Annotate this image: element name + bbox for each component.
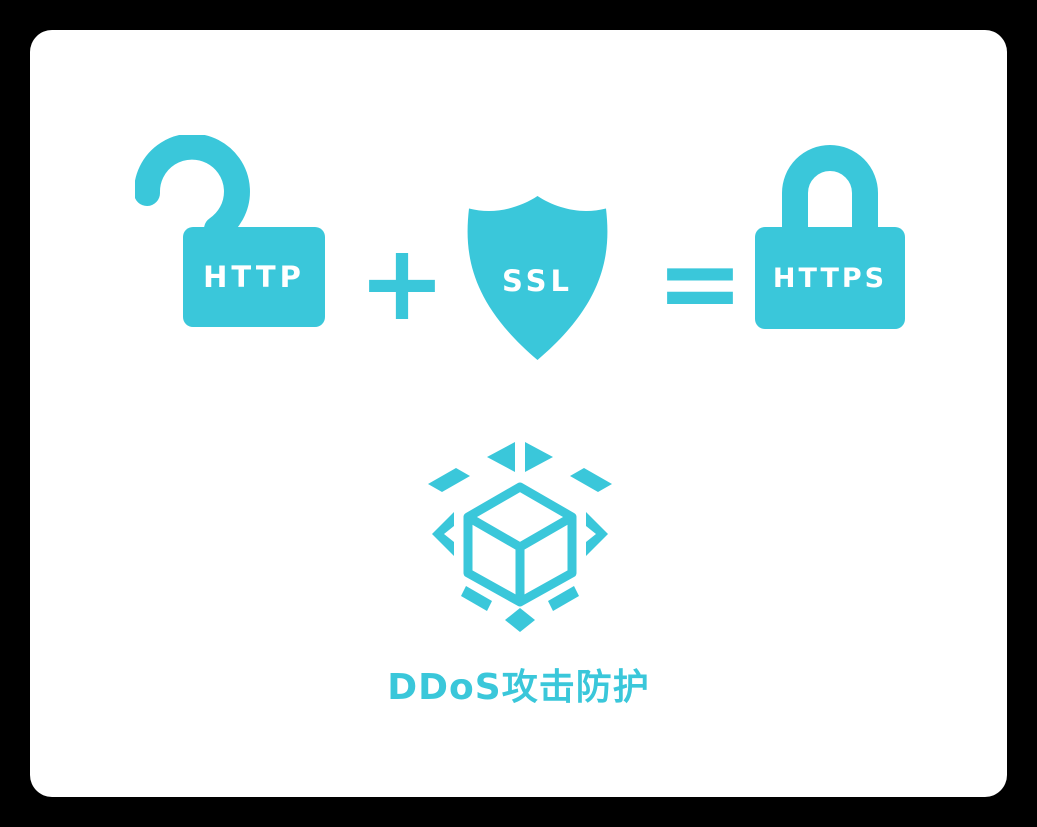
open-padlock-icon: HTTP bbox=[135, 135, 335, 335]
plus-icon: + bbox=[358, 221, 446, 344]
infographic-card: HTTP + SSL = HTTPS bbox=[30, 30, 1007, 797]
shield-icon: SSL bbox=[455, 190, 620, 370]
closed-padlock-icon: HTTPS bbox=[730, 135, 930, 335]
ddos-caption: DDoS攻击防护 bbox=[387, 667, 650, 708]
https-label: HTTPS bbox=[772, 262, 888, 294]
ddos-cube-icon bbox=[418, 428, 622, 642]
ssl-label: SSL bbox=[502, 264, 573, 298]
equals-icon: = bbox=[656, 221, 744, 344]
http-label: HTTP bbox=[203, 260, 305, 294]
